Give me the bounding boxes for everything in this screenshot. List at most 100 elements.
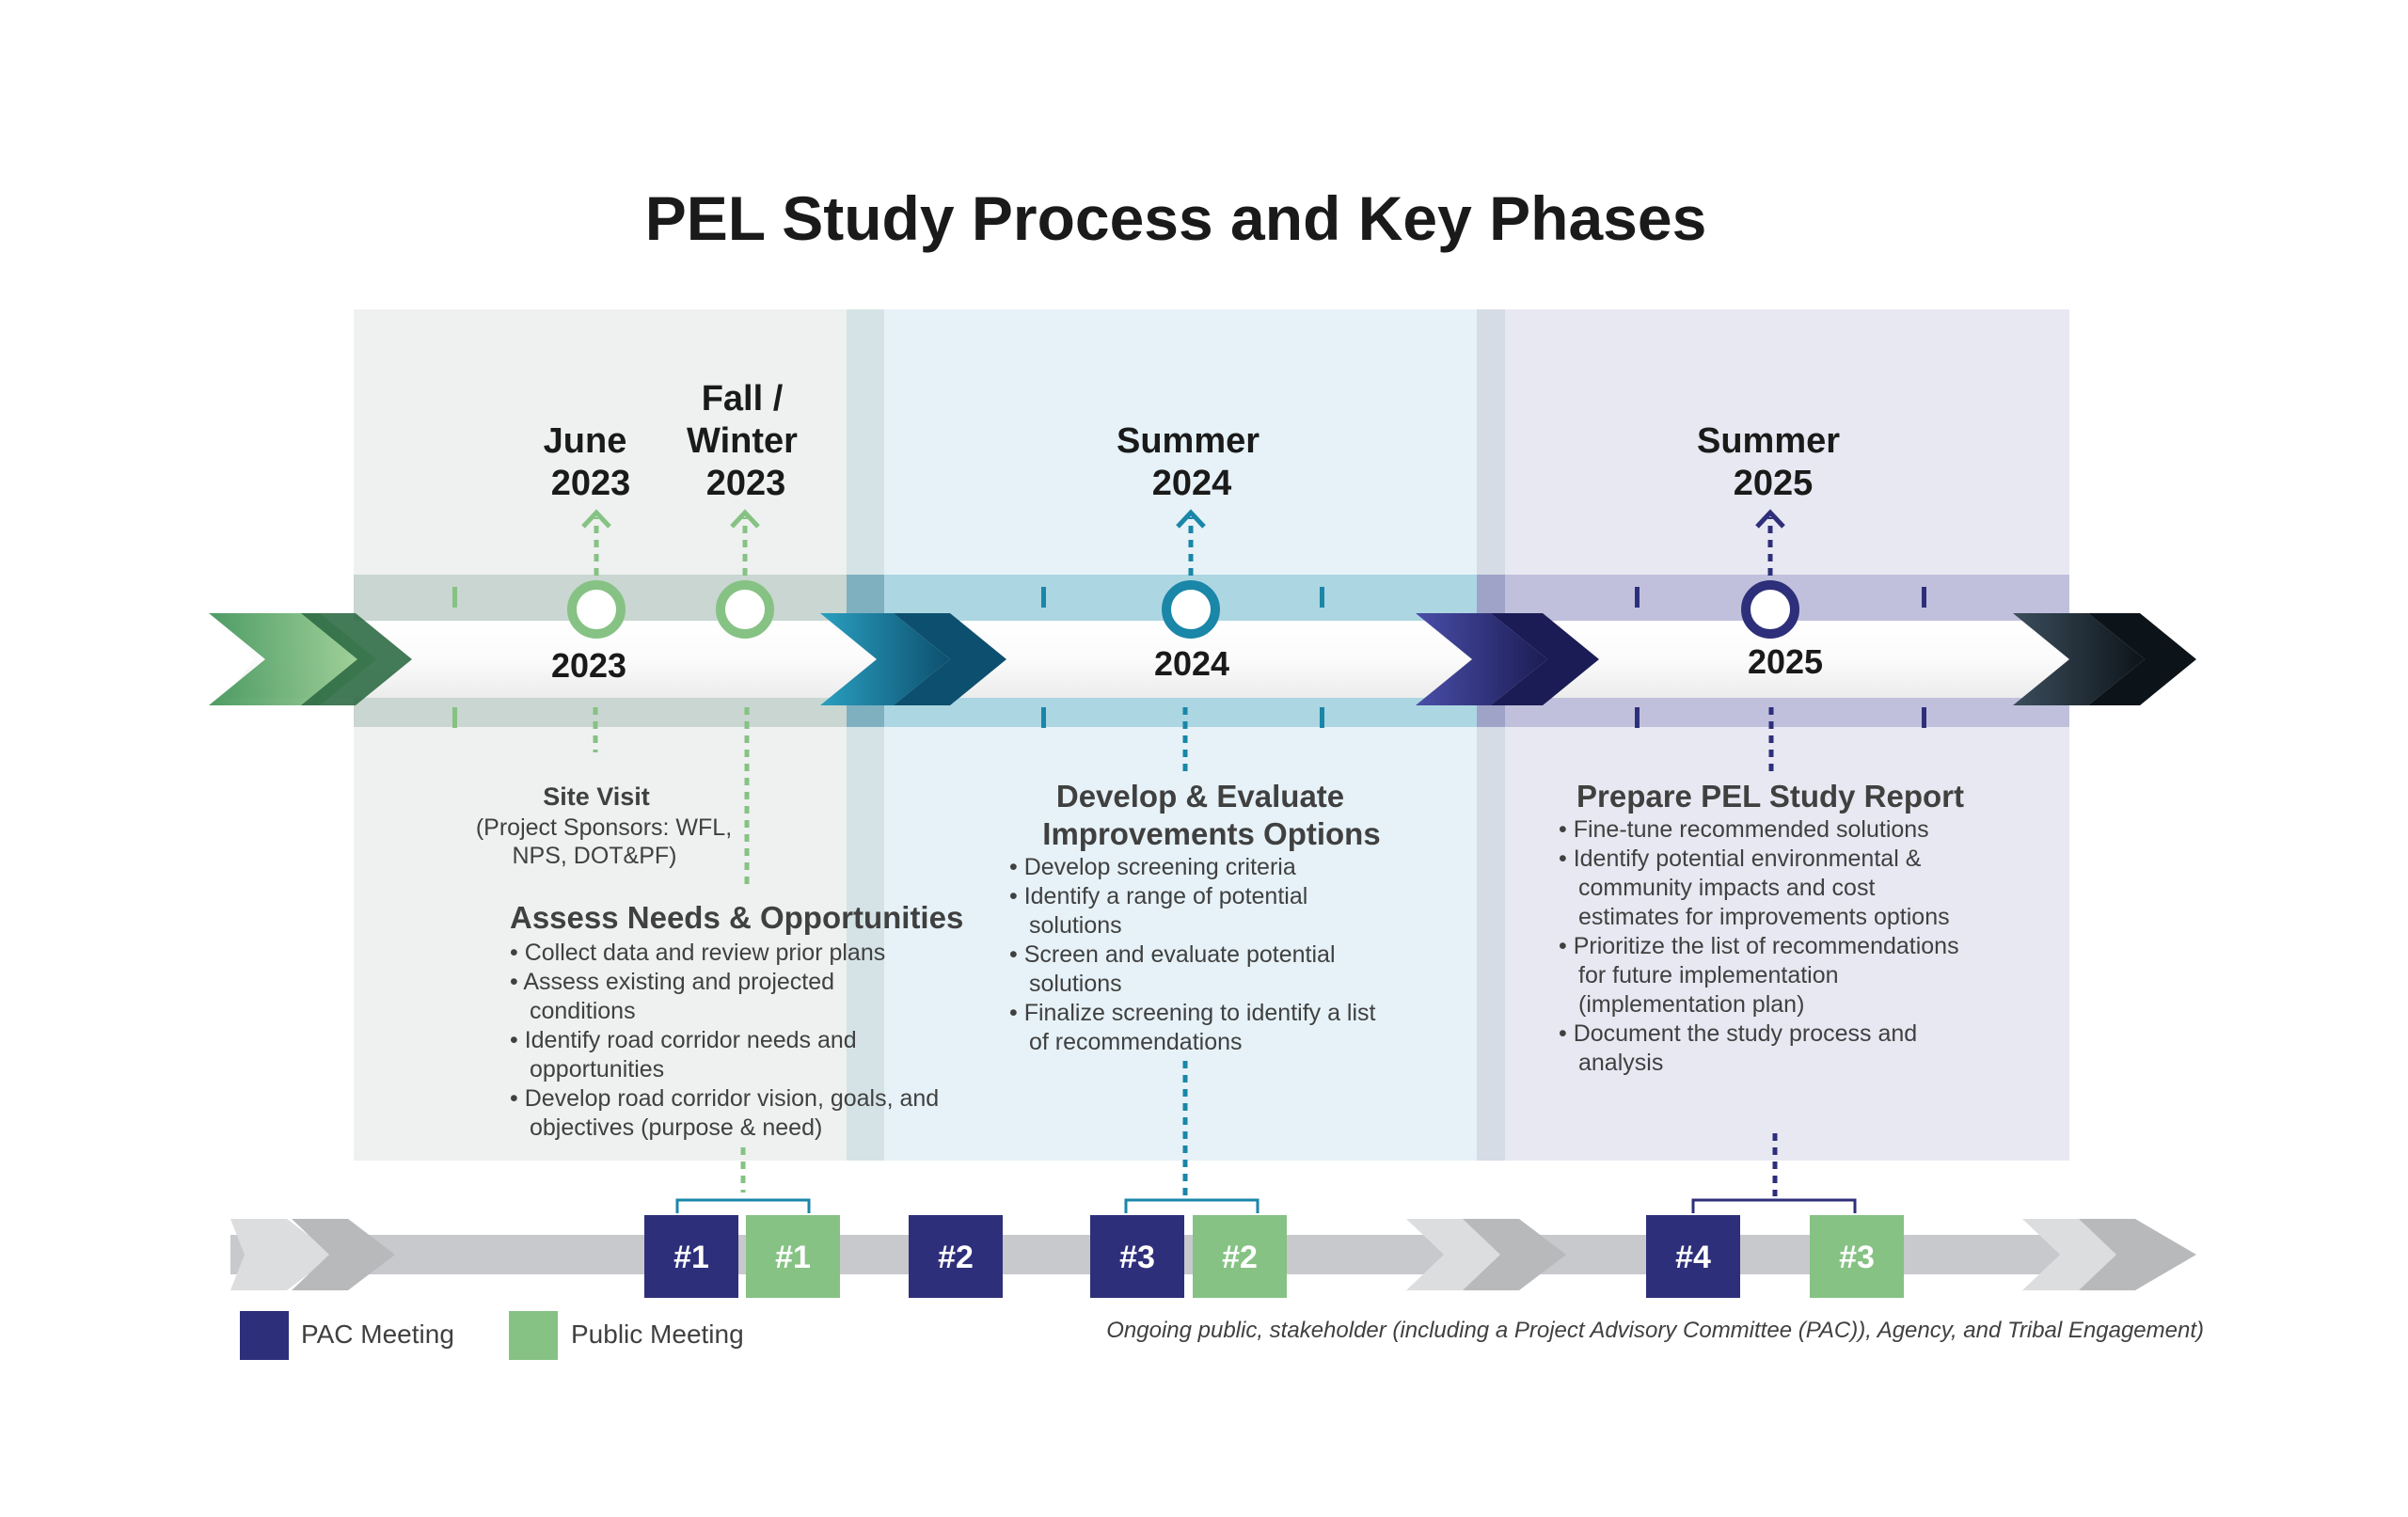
phase-bullet-line: of recommendations [1029, 1029, 1243, 1055]
phase-panel-2 [852, 309, 1477, 1161]
phase-bullet-line: community impacts and cost [1578, 875, 1875, 901]
tick-mark [1320, 707, 1324, 728]
phase-title: Develop & Evaluate [1056, 779, 1344, 814]
site-visit-title: Site Visit [543, 782, 650, 811]
legend-label-pac: PAC Meeting [301, 1319, 454, 1349]
chevron-arrow-icon [2013, 613, 2145, 705]
chevron-arrow-icon [1491, 613, 1599, 705]
pac-meeting-number: #2 [938, 1240, 974, 1275]
pac-meeting-number: #4 [1675, 1240, 1711, 1275]
public-meeting-number: #3 [1839, 1240, 1875, 1275]
legend: PAC Meeting Public Meeting [240, 1311, 744, 1360]
public-meeting-number: #1 [775, 1240, 811, 1275]
phase-bullet-line: • Develop road corridor vision, goals, a… [510, 1085, 939, 1112]
pac-meeting-box [1090, 1215, 1184, 1298]
arrow-up-icon [1755, 509, 1785, 529]
site-visit-note: Site Visit (Project Sponsors: WFL, NPS, … [476, 782, 732, 869]
milestone-label-line: 2023 [706, 464, 786, 503]
phase-bullet-line: conditions [530, 998, 636, 1024]
chevron-arrow-icon [2088, 613, 2196, 705]
chevron-arrow-icon [292, 1219, 395, 1290]
meeting-bracket [1691, 1198, 1857, 1213]
pac-meeting-box [909, 1215, 1003, 1298]
phase-bullet-line: • Finalize screening to identify a list [1009, 1000, 1376, 1026]
chevron-arrow-icon [301, 613, 412, 705]
chevron-arrow-icon [820, 613, 950, 705]
arrow-up-icon [581, 509, 611, 529]
phase-title: Prepare PEL Study Report [1576, 779, 1964, 814]
pac-meeting-number: #1 [673, 1240, 709, 1275]
phase-bullet-line: objectives (purpose & need) [530, 1114, 822, 1141]
phase-title: Assess Needs & Opportunities [510, 900, 963, 935]
phase-bullet-line: for future implementation [1578, 962, 1839, 988]
tick-mark [1635, 587, 1640, 608]
meeting-brackets [675, 1198, 1857, 1213]
phase-bullet-line: • Identify potential environmental & [1559, 845, 1922, 872]
meeting-bracket [1124, 1198, 1259, 1213]
phase-title: Improvements Options [1042, 816, 1380, 851]
milestone-label-line: Summer [1697, 421, 1840, 461]
phase-bullet-line: • Fine-tune recommended solutions [1559, 816, 1929, 843]
public-meeting-number: #2 [1222, 1240, 1258, 1275]
public-meeting-box [1193, 1215, 1287, 1298]
tick-mark [1922, 587, 1926, 608]
phase-panel-1 [354, 309, 852, 1161]
timeline-bar [226, 621, 2083, 698]
phase-bullet-line: • Assess existing and projected [510, 969, 834, 995]
milestone-ring-june-2023 [567, 580, 626, 639]
arrow-up-icon [730, 509, 760, 529]
phase-bullet-line: • Identify road corridor needs and [510, 1027, 857, 1053]
milestone-label-line: Summer [1117, 421, 1259, 461]
public-meeting-box [1810, 1215, 1904, 1298]
chevron-arrow-icon [1463, 1219, 1566, 1290]
tick-mark [1922, 707, 1926, 728]
legend-swatch-pac [240, 1311, 289, 1360]
chevron-arrow-icon [2079, 1219, 2196, 1290]
milestone-arrows [581, 509, 1785, 576]
chevron-arrow-icon [1416, 613, 1547, 705]
phase-bullet-line: • Prioritize the list of recommendations [1559, 933, 1959, 959]
arrow-up-icon [1176, 509, 1206, 529]
phase-bullet-line: analysis [1578, 1050, 1663, 1076]
year-label-2024: 2024 [1154, 644, 1229, 683]
tick-mark [452, 587, 457, 608]
phase-panel-3 [1477, 309, 2069, 1161]
phase-3-text: Prepare PEL Study Report • Fine-tune rec… [1559, 779, 1964, 1076]
phase-bullet-line: solutions [1029, 971, 1122, 997]
legend-swatch-public [509, 1311, 558, 1360]
year-label-2025: 2025 [1748, 642, 1823, 681]
phase-1-text: Assess Needs & Opportunities • Collect d… [510, 900, 963, 1141]
phase-panels [354, 309, 2069, 1161]
pac-meeting-box [1646, 1215, 1740, 1298]
timeline-chevrons [209, 613, 2196, 705]
year-label-2023: 2023 [551, 646, 626, 685]
milestone-labels: June 2023 Fall / Winter 2023 Summer 2024… [544, 379, 1841, 503]
phase-divider-1 [847, 309, 884, 1161]
phase-bullet-line: • Develop screening criteria [1009, 854, 1296, 880]
phase-divider-2 [1477, 309, 1505, 1161]
tick-mark [1041, 707, 1046, 728]
phase-bullet-line: • Identify a range of potential [1009, 883, 1307, 909]
tick-mark [452, 707, 457, 728]
legend-label-public: Public Meeting [571, 1319, 744, 1349]
engagement-note: Ongoing public, stakeholder (including a… [1106, 1318, 2204, 1343]
tick-mark [1635, 707, 1640, 728]
timeline-ticks [452, 587, 1926, 728]
phase-bullet-line: • Document the study process and [1559, 1020, 1917, 1047]
phase-bullet-line: • Collect data and review prior plans [510, 940, 885, 966]
chevron-arrow-icon [894, 613, 1006, 705]
meeting-boxes: #1 #1 #2 #3 #2 #4 #3 [644, 1215, 1904, 1298]
tick-mark [1041, 587, 1046, 608]
phase-connectors [593, 707, 1778, 1196]
milestone-ring-fall-winter-2023 [716, 580, 774, 639]
public-meeting-box [746, 1215, 840, 1298]
milestone-ring-summer-2024 [1162, 580, 1220, 639]
phase-bullet-line: estimates for improvements options [1578, 904, 1950, 930]
site-visit-line: NPS, DOT&PF) [512, 843, 676, 869]
milestone-label-line: 2023 [551, 464, 631, 503]
page-title: PEL Study Process and Key Phases [645, 183, 1707, 253]
milestone-label-line: Winter [687, 421, 798, 461]
milestone-label-line: June [544, 421, 627, 461]
phase-bullet-line: (implementation plan) [1578, 991, 1804, 1018]
